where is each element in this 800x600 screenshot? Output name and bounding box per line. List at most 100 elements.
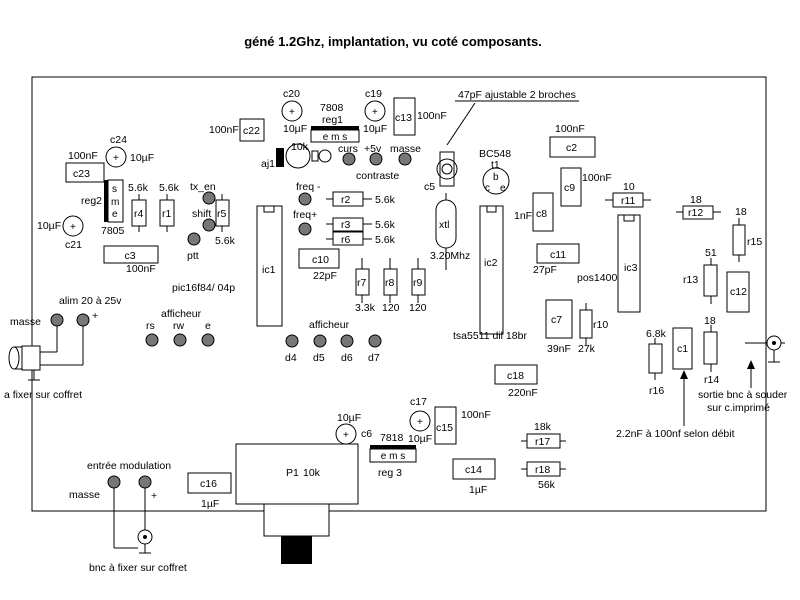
c23-label: c23 bbox=[73, 168, 90, 180]
pad-d6 bbox=[340, 334, 354, 348]
c24-body bbox=[105, 146, 127, 168]
aj1-label: aj1 bbox=[261, 158, 275, 170]
r2-value: 5.6k bbox=[375, 194, 396, 206]
r9-body bbox=[411, 268, 426, 296]
c7-body bbox=[545, 299, 573, 339]
pad-masse bbox=[398, 152, 412, 166]
alim-plus-label: + bbox=[92, 310, 98, 322]
svg-text:+: + bbox=[289, 107, 295, 118]
t1-label: t1 bbox=[491, 159, 500, 171]
pad-txen bbox=[202, 191, 216, 205]
c14-value: 1µF bbox=[469, 484, 487, 496]
c19-label: c19 bbox=[365, 88, 382, 100]
freqplus-label: freq+ bbox=[293, 209, 317, 221]
d5-label: d5 bbox=[313, 352, 325, 364]
c17-body bbox=[409, 410, 431, 432]
r10-value: 27k bbox=[578, 343, 596, 355]
c17-label: c17 bbox=[410, 396, 427, 408]
r16-label: r16 bbox=[649, 385, 664, 397]
rw-label: rw bbox=[173, 320, 184, 332]
svg-text:b: b bbox=[493, 172, 499, 183]
svg-text:+: + bbox=[372, 107, 378, 118]
reg3-tab bbox=[370, 445, 416, 449]
c20-label: c20 bbox=[283, 88, 300, 100]
c20-body bbox=[281, 100, 303, 122]
pad-rw bbox=[173, 333, 187, 347]
reg1-pins: e m s bbox=[323, 132, 347, 143]
c16-value: 1µF bbox=[201, 498, 219, 510]
afficheur2-label: afficheur bbox=[309, 319, 350, 331]
c12-body bbox=[726, 271, 750, 313]
pad-mod-masse bbox=[107, 475, 121, 489]
contraste-label: contraste bbox=[356, 170, 399, 182]
svg-text:+: + bbox=[343, 430, 349, 441]
r6-value: 5.6k bbox=[375, 234, 396, 246]
label-ajustable: 47pF ajustable 2 broches bbox=[458, 89, 576, 101]
r9-label: r9 bbox=[413, 277, 422, 289]
c11-body bbox=[536, 243, 580, 264]
r11-value: 10 bbox=[623, 181, 635, 193]
aj1-value: 10k bbox=[291, 141, 309, 153]
r17-value: 18k bbox=[534, 421, 552, 433]
r10-label: r10 bbox=[593, 319, 608, 331]
plus5v-label: +5v bbox=[364, 143, 382, 155]
r7-value: 3.3k bbox=[355, 302, 376, 314]
r15-value: 18 bbox=[735, 206, 747, 218]
reg1-name: 7808 bbox=[320, 102, 344, 114]
xtl-value: 3.20Mhz bbox=[430, 250, 470, 262]
c24-value: 10µF bbox=[130, 152, 154, 164]
r14-label: r14 bbox=[704, 374, 719, 386]
rs-label: rs bbox=[146, 320, 155, 332]
r10-body bbox=[579, 309, 593, 339]
r4-value: 5.6k bbox=[128, 182, 149, 194]
c9-value: 100nF bbox=[582, 172, 612, 184]
aj1-knob-black bbox=[276, 148, 284, 167]
r13-body bbox=[703, 264, 718, 297]
c9-label: c9 bbox=[564, 182, 575, 194]
svg-text:e: e bbox=[112, 209, 118, 220]
r7-body bbox=[355, 268, 370, 296]
c11-label: c11 bbox=[550, 249, 566, 261]
freqminus-label: freq - bbox=[296, 181, 321, 193]
c15-body bbox=[434, 406, 457, 445]
r3-body bbox=[332, 217, 364, 232]
c16-body bbox=[187, 472, 232, 494]
c2-label: c2 bbox=[566, 142, 577, 154]
r1-body bbox=[159, 199, 175, 227]
p1-knob bbox=[281, 536, 312, 564]
r16-value: 6.8k bbox=[646, 328, 667, 340]
r12-label: r12 bbox=[688, 207, 703, 219]
d7-label: d7 bbox=[368, 352, 380, 364]
r1-label: r1 bbox=[162, 208, 171, 220]
c21-label: c21 bbox=[65, 239, 82, 251]
c21-body bbox=[62, 215, 84, 237]
pad-curs bbox=[342, 152, 356, 166]
t1-body bbox=[482, 167, 510, 195]
sortie-label-1: sortie bnc à souder bbox=[698, 389, 788, 401]
r3-label: r3 bbox=[341, 219, 350, 231]
r18-body bbox=[526, 461, 561, 477]
d4-label: d4 bbox=[285, 352, 297, 364]
d6-label: d6 bbox=[341, 352, 353, 364]
xtl-label: xtl bbox=[439, 219, 450, 231]
pad-alim-masse bbox=[50, 313, 64, 327]
c22-label: c22 bbox=[243, 125, 260, 137]
bc548-label: BC548 bbox=[479, 148, 511, 160]
c1-note: 2.2nF à 100nf selon débit bbox=[616, 428, 735, 440]
pad-shift bbox=[202, 218, 216, 232]
pad-freq-minus bbox=[298, 192, 312, 206]
svg-text:s: s bbox=[112, 184, 117, 195]
dc-jack bbox=[21, 345, 41, 371]
c12-label: c12 bbox=[730, 286, 747, 298]
c10-label: c10 bbox=[312, 254, 329, 266]
c5-label: c5 bbox=[424, 181, 435, 193]
c3-body bbox=[103, 245, 159, 264]
c2-value: 100nF bbox=[555, 123, 585, 135]
r9-value: 120 bbox=[409, 302, 427, 314]
c14-body bbox=[452, 458, 496, 480]
c23-value: 100nF bbox=[68, 150, 98, 162]
r5-label: r5 bbox=[217, 208, 226, 220]
r11-body bbox=[612, 192, 644, 208]
r14-body bbox=[703, 331, 718, 365]
r11-label: r11 bbox=[621, 195, 636, 207]
